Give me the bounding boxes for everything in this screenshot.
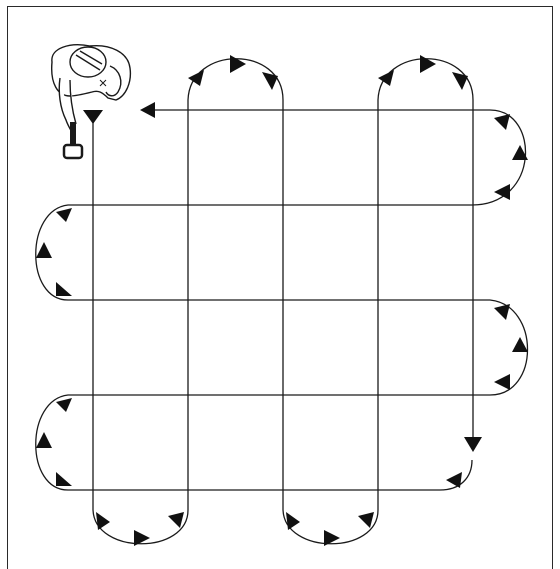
operator-icon xyxy=(52,45,131,136)
arrow-top-loop-2-b xyxy=(420,55,436,73)
arrow-top-loop-2-c xyxy=(452,72,468,90)
arrow-top-loop-1-b xyxy=(230,55,246,73)
arrow-top-loop-1-c xyxy=(262,72,278,90)
arrow-start-down xyxy=(83,110,103,124)
arrow-bottom-loop-2-a xyxy=(286,512,300,530)
horizontal-pass-path xyxy=(36,110,528,490)
arrow-right-loop-2-c xyxy=(494,374,510,390)
arrow-left-loop-1-b xyxy=(36,242,52,258)
arrow-top-loop-1-a xyxy=(188,70,204,86)
arrow-bottom-loop-1-a xyxy=(96,512,110,530)
arrow-bottom-loop-1-c xyxy=(168,512,184,528)
arrow-right-loop-1-a xyxy=(494,114,510,130)
vertical-pass-path xyxy=(93,59,473,544)
arrow-end-curve xyxy=(446,472,462,488)
arrow-left-loop-1-c xyxy=(56,282,72,296)
arrow-left-loop-1-a xyxy=(56,208,72,222)
arrow-left-loop-2-b xyxy=(36,432,52,448)
arrow-left-loop-2-c xyxy=(56,472,72,486)
handheld-device-icon xyxy=(64,122,82,158)
arrow-start-left xyxy=(140,102,155,118)
arrow-left-loop-2-a xyxy=(56,398,72,412)
arrow-right-loop-2-b xyxy=(512,337,528,352)
arrow-top-loop-2-a xyxy=(378,70,394,86)
arrow-bottom-loop-2-c xyxy=(358,512,374,528)
arrow-end-down xyxy=(464,437,482,452)
arrow-right-loop-2-a xyxy=(494,304,510,320)
